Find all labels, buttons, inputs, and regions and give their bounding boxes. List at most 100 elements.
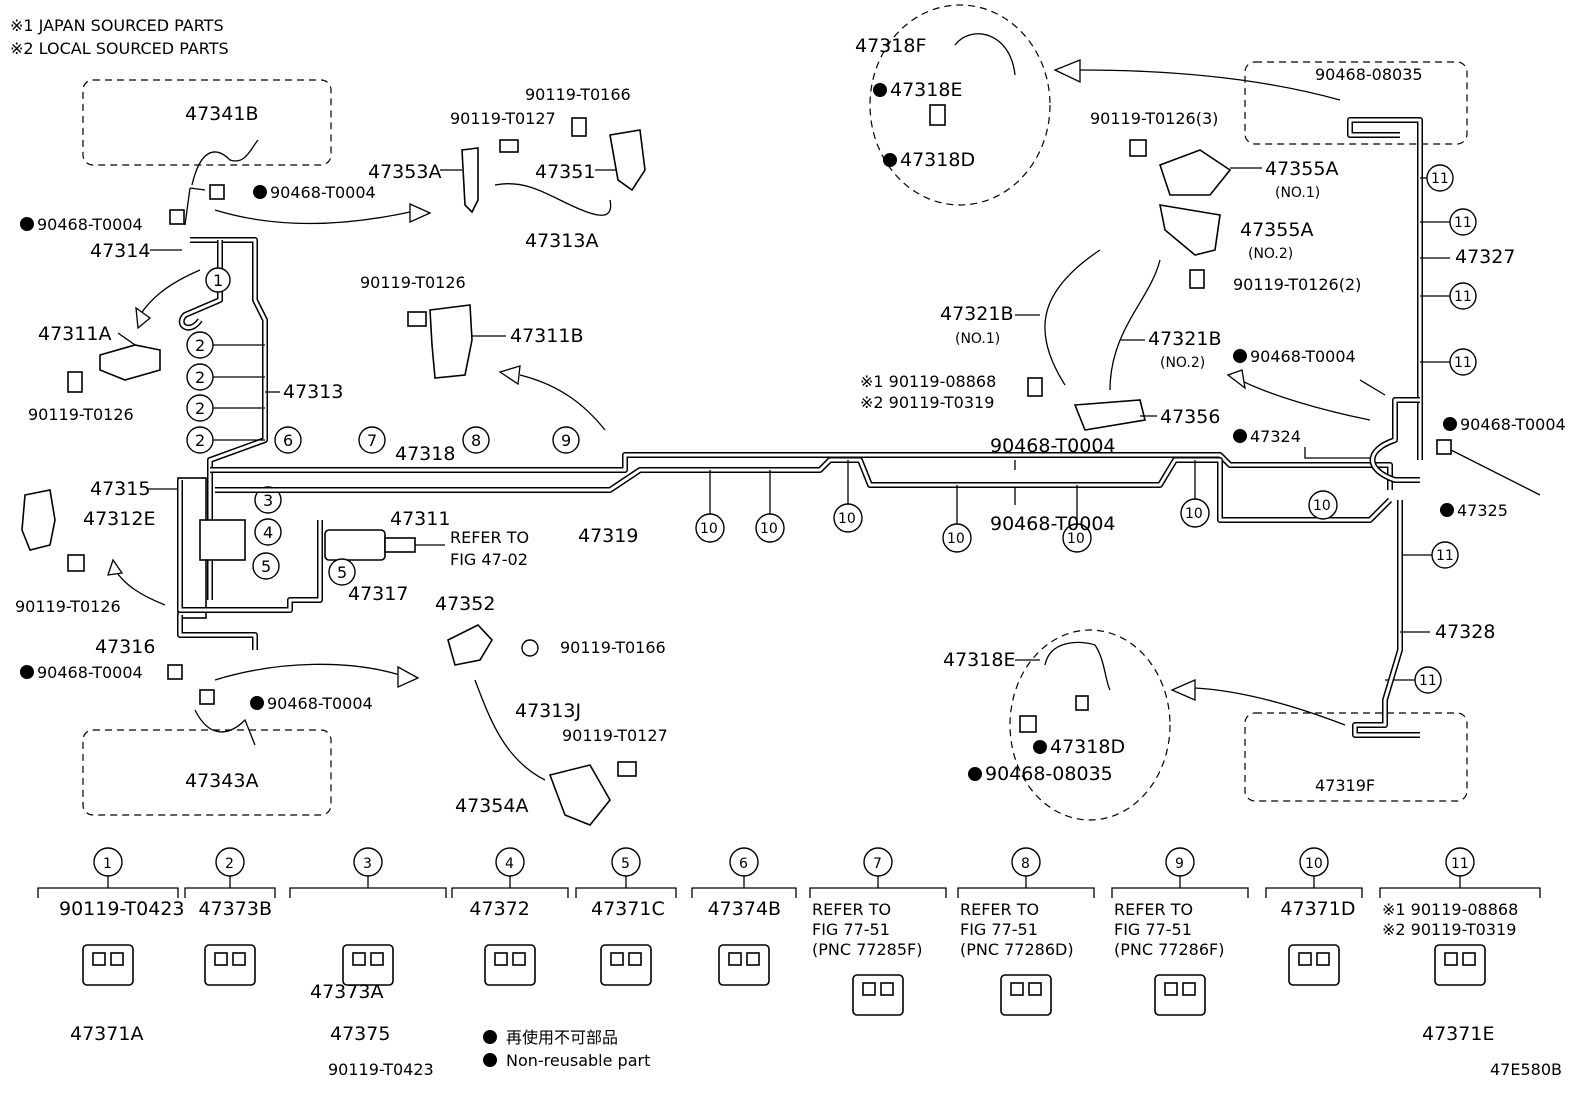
svg-text:9: 9 bbox=[561, 431, 571, 450]
label-47325: 90468-T0004 bbox=[990, 513, 1116, 535]
part-number-extra: 90119-T0423 bbox=[328, 1060, 434, 1079]
part-label: ※1 90119-08868 bbox=[1382, 900, 1518, 919]
label-47311a: 47311A bbox=[38, 323, 111, 345]
label-47311: 47311 bbox=[390, 508, 450, 530]
arrow-icon bbox=[397, 665, 420, 689]
bracket-47311a bbox=[99, 344, 161, 381]
pipe-47328 bbox=[1352, 500, 1420, 738]
legend-jp: 再使用不可部品 bbox=[506, 1028, 618, 1047]
clip-icon bbox=[167, 664, 183, 680]
note-local: ※2 LOCAL SOURCED PARTS bbox=[10, 39, 229, 58]
part-label: 90119-T0423 bbox=[59, 898, 185, 920]
arrow-icon bbox=[1226, 369, 1246, 390]
bracket-47354a bbox=[548, 764, 611, 826]
label-90119-t0166-b: 90119-T0166 bbox=[560, 638, 666, 657]
legend-en: Non-reusable part bbox=[506, 1051, 650, 1070]
label-90468-t0004-c: 90468-T0004 bbox=[37, 663, 143, 682]
label-47313a: 47313A bbox=[525, 230, 598, 252]
svg-text:8: 8 bbox=[471, 431, 481, 450]
nut-icon bbox=[1075, 695, 1089, 711]
hose-47341b bbox=[191, 139, 259, 186]
arrow-icon bbox=[1170, 679, 1196, 701]
label-47354a: 47354A bbox=[455, 795, 528, 817]
label-47314: 47314 bbox=[90, 240, 150, 262]
part-glyph-8 bbox=[1000, 974, 1052, 1016]
bolt-icon bbox=[1019, 715, 1037, 733]
label-90468-t0004-e: 90468-T0004 bbox=[1250, 347, 1356, 366]
callout-num: 10 bbox=[1305, 856, 1323, 872]
inset-47318f bbox=[869, 4, 1051, 206]
label-90468-t0004-d: 90468-T0004 bbox=[267, 694, 373, 713]
label-90119-t0126-a: 90119-T0126 bbox=[28, 405, 134, 424]
bracket-line bbox=[957, 887, 1095, 898]
part-number-extra: 47373A bbox=[310, 981, 383, 1003]
inset-90468-08035-a bbox=[1244, 61, 1468, 145]
bracket-line bbox=[184, 887, 276, 898]
label-47353a: 47353A bbox=[368, 161, 441, 183]
hose-47321b-1 bbox=[1044, 249, 1101, 386]
arrow-icon bbox=[409, 202, 432, 224]
label-47317: 47317 bbox=[348, 583, 408, 605]
callout-5 bbox=[252, 552, 280, 580]
label-90119-t0127-a: 90119-T0127 bbox=[450, 109, 556, 128]
label-90468-t0004-h: 47325 bbox=[1457, 501, 1508, 520]
part-label: REFER TO bbox=[960, 900, 1039, 919]
bracket-line bbox=[289, 887, 447, 898]
hose-47313a bbox=[494, 183, 612, 216]
label-47315: 47315 bbox=[90, 478, 150, 500]
hose-47343a bbox=[194, 709, 256, 746]
label-47343a: 47343A bbox=[185, 770, 258, 792]
non-reusable-dot-icon bbox=[1233, 429, 1247, 443]
bracket-line bbox=[809, 887, 947, 898]
hose-47321b-2 bbox=[1109, 259, 1161, 391]
part-glyph-3 bbox=[342, 944, 394, 986]
label-90119-t0126-c: 90119-T0126 bbox=[360, 273, 466, 292]
label-47351: 47351 bbox=[535, 161, 595, 183]
part-glyph-10 bbox=[1288, 944, 1340, 986]
bolt-icon bbox=[1129, 139, 1147, 157]
inset-47343a bbox=[82, 729, 332, 816]
callout-num: 3 bbox=[363, 856, 372, 872]
non-reusable-dot-icon bbox=[883, 153, 897, 167]
callout-5 bbox=[328, 558, 356, 586]
svg-text:11: 11 bbox=[1436, 548, 1454, 564]
bracket-47355a-2 bbox=[1158, 204, 1221, 256]
arrow-icon bbox=[498, 365, 521, 386]
label-90119-t0166-a: 90119-T0166 bbox=[525, 85, 631, 104]
label-no1-b: (NO.1) bbox=[955, 331, 1000, 347]
label-90468-t0004-g: 47324 bbox=[1250, 427, 1301, 446]
callout-num: 2 bbox=[225, 856, 234, 872]
label-47328: 47328 bbox=[1435, 621, 1495, 643]
part-label: (PNC 77285F) bbox=[812, 940, 922, 959]
svg-text:11: 11 bbox=[1431, 171, 1449, 187]
label-90119-t0126-2: 90119-T0126(2) bbox=[1233, 275, 1361, 294]
label-90468-t0004-f: 90468-T0004 bbox=[1460, 415, 1566, 434]
inset-47341b bbox=[82, 79, 332, 166]
part-glyph-1 bbox=[82, 944, 134, 986]
label-47319: 47319 bbox=[578, 525, 638, 547]
part-label: 47374B bbox=[708, 898, 781, 920]
part-glyph-11 bbox=[1434, 944, 1486, 986]
callout-1 bbox=[205, 267, 231, 293]
inset-47319f bbox=[1009, 629, 1171, 821]
bolt-icon bbox=[571, 117, 587, 137]
hose-47313j bbox=[474, 679, 546, 781]
part-glyph-5 bbox=[600, 944, 652, 986]
svg-text:7: 7 bbox=[367, 431, 377, 450]
bottom-parts-row: 190119-T042347371A247373B34737547373A901… bbox=[37, 847, 1541, 1079]
part-label: REFER TO bbox=[1114, 900, 1193, 919]
label-47355a-1: 47355A bbox=[1265, 158, 1338, 180]
part-glyph-6 bbox=[718, 944, 770, 986]
part-label: FIG 77-51 bbox=[960, 920, 1038, 939]
label-90119-t0319: ※2 90119-T0319 bbox=[860, 393, 994, 412]
bolt-icon bbox=[1189, 269, 1205, 289]
bracket-47353a bbox=[461, 147, 479, 214]
svg-text:5: 5 bbox=[337, 563, 347, 582]
svg-text:10: 10 bbox=[700, 521, 718, 537]
label-90119-t0126-3: 90119-T0126(3) bbox=[1090, 109, 1218, 128]
bracket-47351 bbox=[609, 129, 646, 192]
label-no1-a: (NO.1) bbox=[1275, 185, 1320, 201]
label-47318e: 47318E bbox=[890, 79, 962, 101]
svg-text:6: 6 bbox=[283, 431, 293, 450]
part-glyph-9 bbox=[1154, 974, 1206, 1016]
